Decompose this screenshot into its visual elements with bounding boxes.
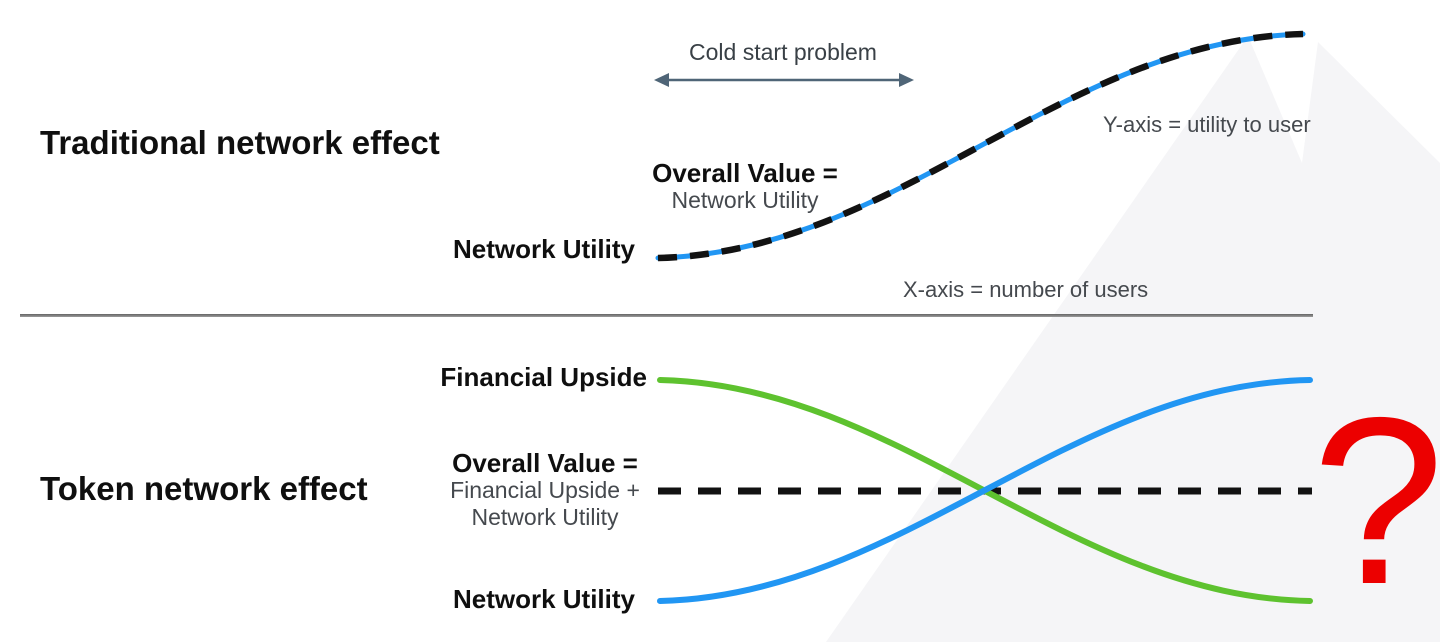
overall-value-top-block: Overall Value = Network Utility — [600, 159, 890, 214]
traditional-curve-dash-overlay — [657, 30, 1304, 262]
financial-upside-label: Financial Upside — [440, 362, 647, 392]
network-utility-top-label: Network Utility — [452, 234, 635, 264]
cold-start-label: Cold start problem — [689, 39, 877, 65]
cold-start-arrow-right-head — [899, 73, 914, 87]
token-section-title: Token network effect — [40, 470, 368, 507]
overall-value-bottom-block: Overall Value = Financial Upside + Netwo… — [420, 449, 670, 531]
cold-start-arrow — [654, 73, 914, 87]
y-axis-note: Y-axis = utility to user — [1103, 112, 1311, 137]
section-divider — [20, 314, 1313, 317]
overall-value-top-detail: Network Utility — [671, 187, 819, 213]
overall-value-bottom-detail-2: Network Utility — [471, 504, 619, 530]
overall-value-top-heading: Overall Value = — [652, 158, 838, 188]
overall-value-bottom-detail-1: Financial Upside + — [450, 477, 640, 503]
traditional-section-title: Traditional network effect — [40, 124, 440, 161]
x-axis-note: X-axis = number of users — [903, 277, 1149, 302]
question-mark: ? — [1312, 369, 1440, 634]
cold-start-arrow-left-head — [654, 73, 669, 87]
network-utility-bottom-label: Network Utility — [452, 584, 635, 614]
token-network-utility-curve — [657, 377, 1313, 604]
overall-value-bottom-heading: Overall Value = — [452, 448, 638, 478]
